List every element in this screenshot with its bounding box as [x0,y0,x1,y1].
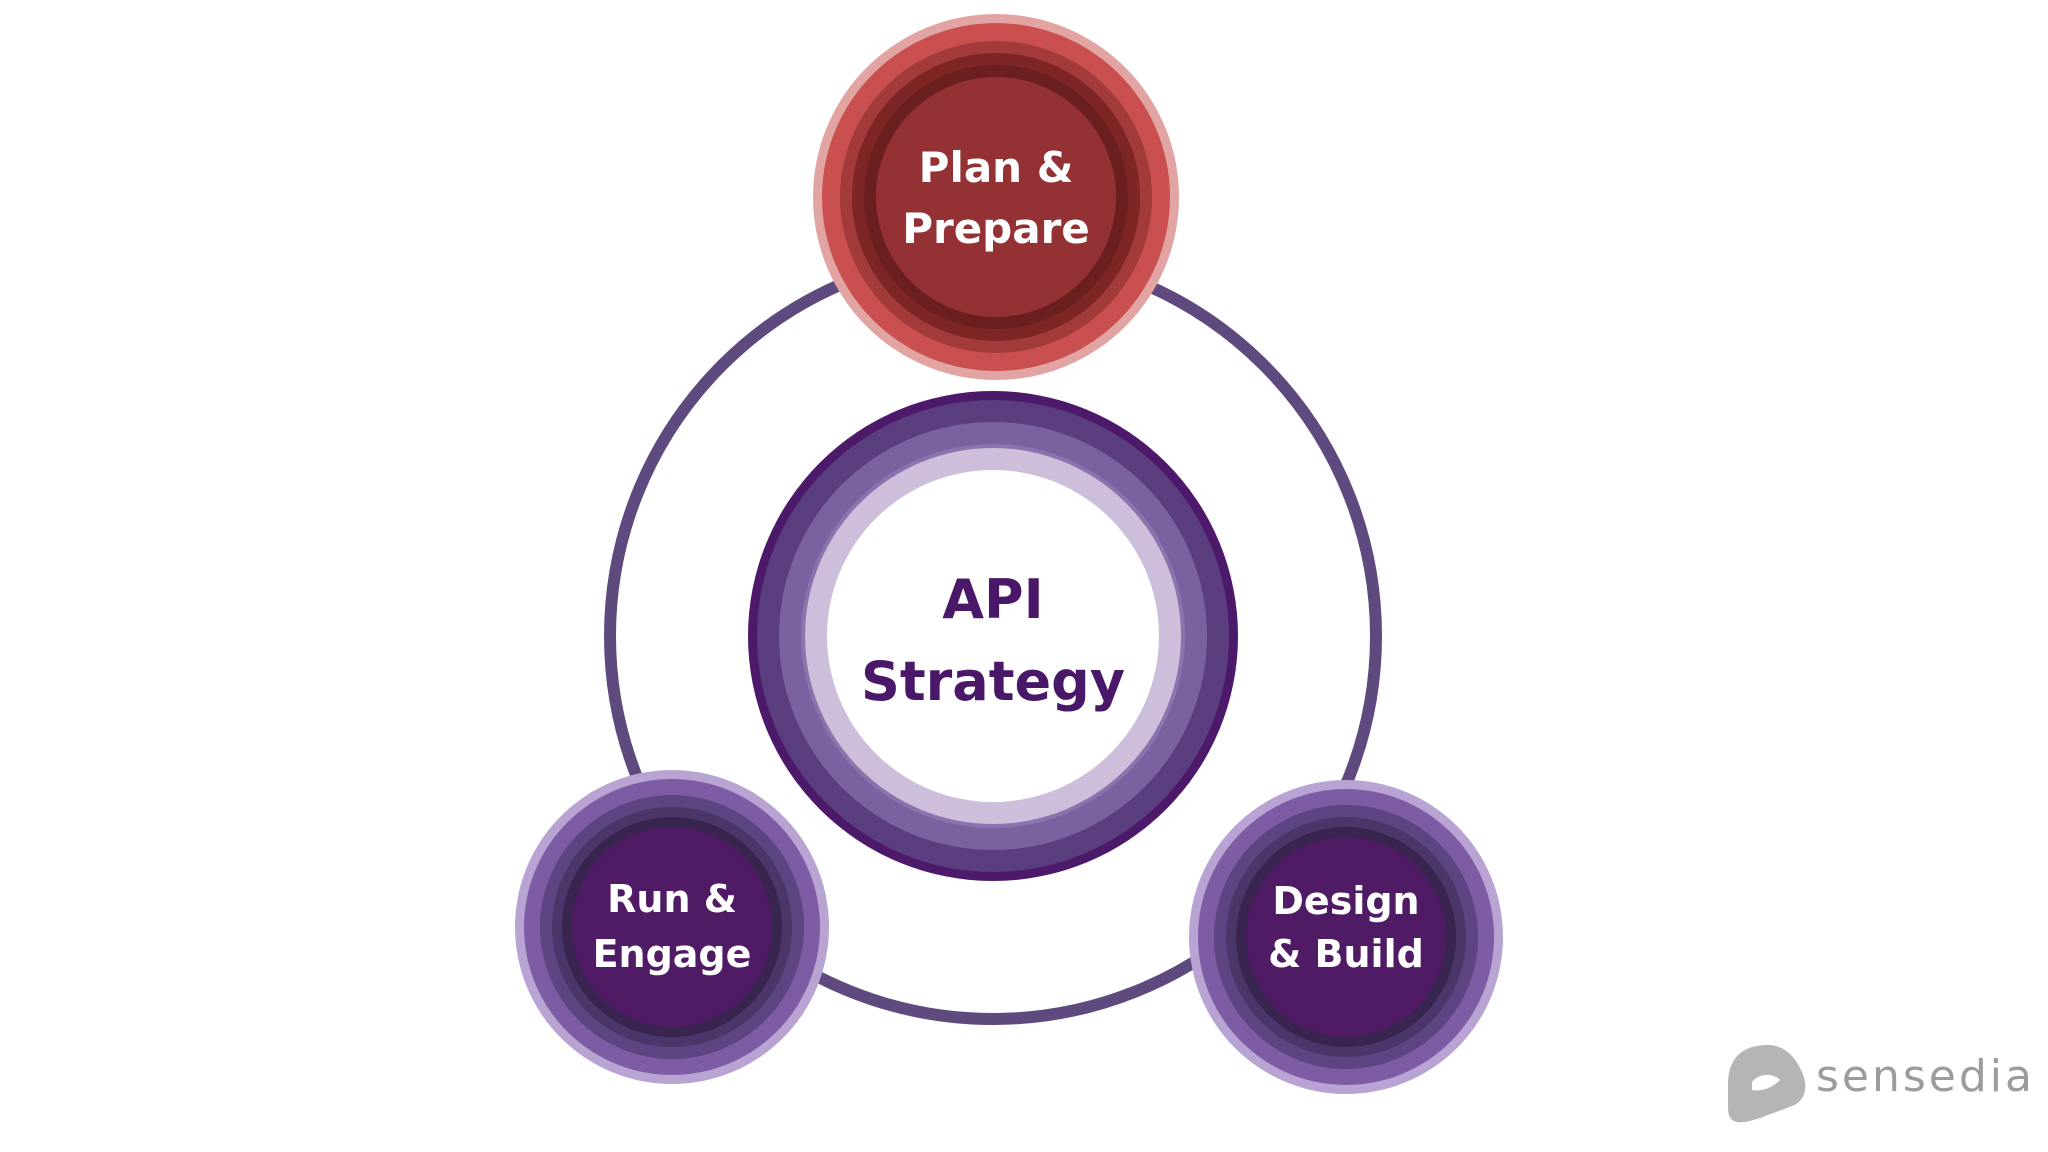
sensedia-logo-text: sensedia [1816,1051,2035,1102]
run-label-line1: Run & [607,877,737,921]
center-title-line1: API [942,568,1043,631]
plan-label-line2: Prepare [902,204,1090,253]
design-label-line2: & Build [1268,932,1424,976]
sensedia-logo-icon [1728,1045,1806,1123]
plan-prepare-node: Plan & Prepare [813,14,1179,380]
center-title-line2: Strategy [861,650,1125,713]
plan-label-line1: Plan & [919,143,1074,192]
run-engage-node: Run & Engage [515,770,829,1084]
design-build-node: Design & Build [1189,780,1503,1094]
sensedia-logo: sensedia [1728,1045,2035,1123]
design-label-line1: Design [1272,879,1419,923]
run-label-line2: Engage [593,932,752,976]
center-node: API Strategy [748,391,1238,881]
